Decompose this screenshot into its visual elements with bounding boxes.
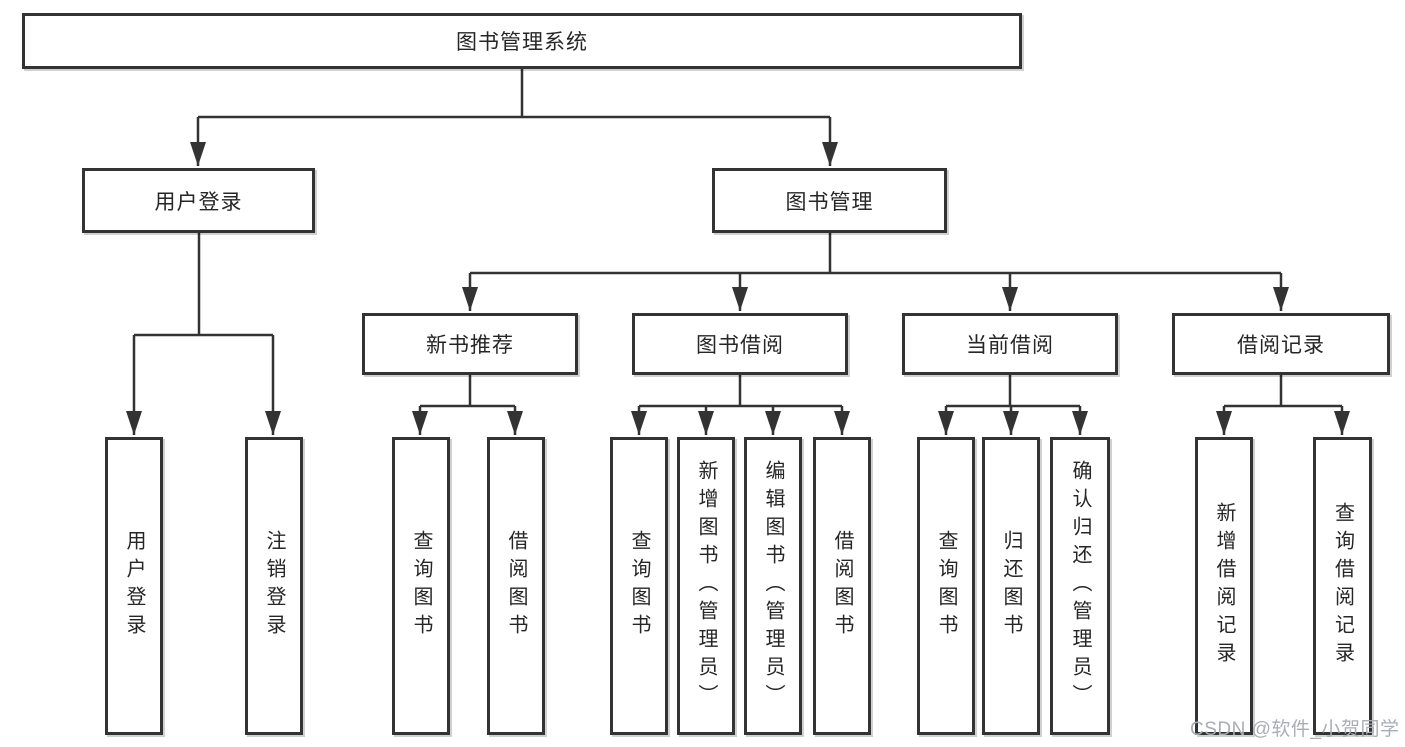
connector-line <box>1224 375 1342 408</box>
leaf-user-login: 用户登录 <box>105 437 163 735</box>
connector-root-to-level2 <box>190 69 838 166</box>
node-current-borrowing: 当前借阅 <box>902 313 1118 375</box>
connector-book-management-branch <box>462 233 1289 311</box>
watermark-text: CSDN @软件_小贺同学 <box>1190 719 1400 740</box>
connector-line <box>946 375 1080 408</box>
node-root: 图书管理系统 <box>22 13 1022 69</box>
connector-line <box>198 69 830 119</box>
leaf-edit-books-admin: 编辑图书（管理员） <box>744 437 802 735</box>
leaf-logout: 注销登录 <box>245 437 303 735</box>
connector-line <box>134 233 273 337</box>
connector-book-borrow-branch <box>631 375 850 435</box>
node-user-login: 用户登录 <box>82 168 315 233</box>
leaf-confirm-return-admin: 确认归还（管理员） <box>1050 437 1110 735</box>
connector-new-book-branch <box>412 375 523 435</box>
node-new-book-recommend: 新书推荐 <box>362 313 578 375</box>
connector-line <box>639 375 842 408</box>
leaf-add-borrow-record: 新增借阅记录 <box>1195 437 1253 735</box>
leaf-query-books-borrow: 查询图书 <box>610 437 668 735</box>
leaf-borrow-books-borrow: 借阅图书 <box>813 437 871 735</box>
leaf-add-books-admin: 新增图书（管理员） <box>677 437 735 735</box>
node-book-management: 图书管理 <box>712 168 947 233</box>
connector-line <box>420 375 515 408</box>
leaf-query-books-current: 查询图书 <box>917 437 975 735</box>
connector-user-login-branch <box>126 233 281 435</box>
connector-line <box>470 233 1281 275</box>
leaf-query-borrow-record: 查询借阅记录 <box>1313 437 1372 735</box>
node-book-borrowing: 图书借阅 <box>632 313 848 375</box>
connector-borrow-record-branch <box>1216 375 1350 435</box>
leaf-borrow-books-newbook: 借阅图书 <box>487 437 545 735</box>
connector-current-borrow-branch <box>938 375 1088 435</box>
leaf-return-books: 归还图书 <box>982 437 1040 735</box>
leaf-query-books-newbook: 查询图书 <box>392 437 450 735</box>
node-borrowing-records: 借阅记录 <box>1172 313 1390 375</box>
